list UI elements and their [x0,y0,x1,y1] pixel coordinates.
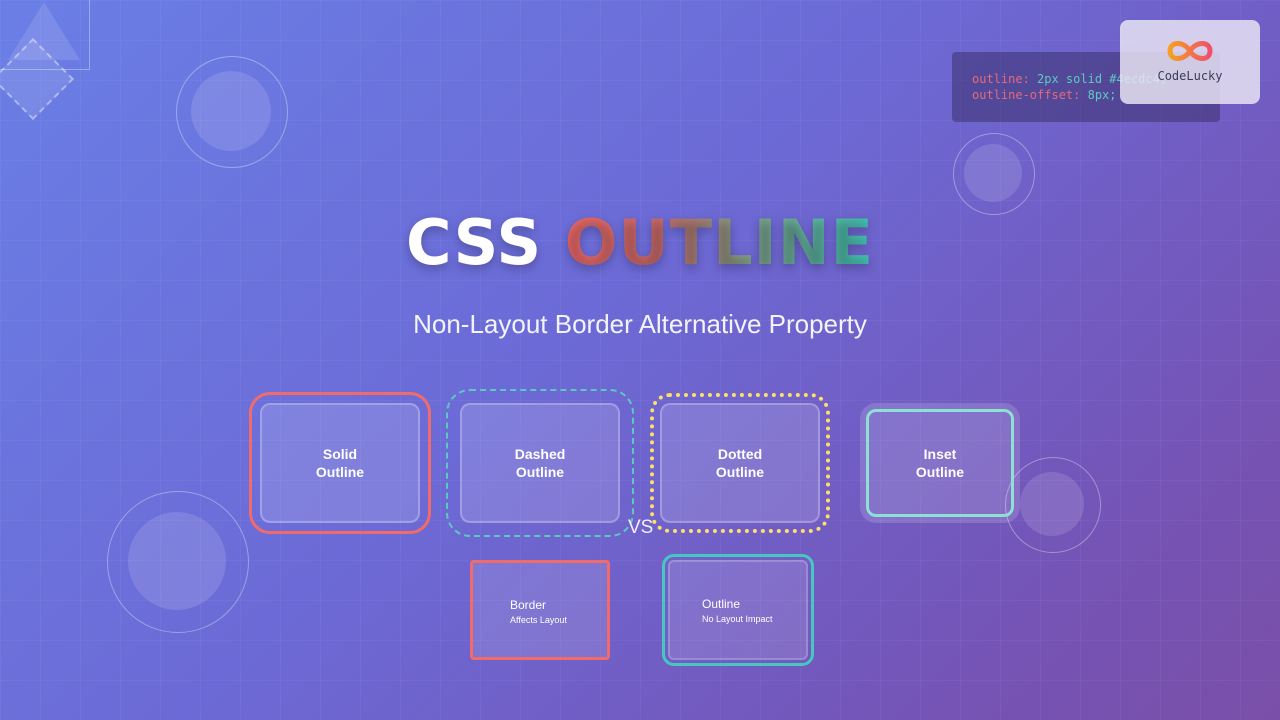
code-property: outline-offset: [972,88,1081,102]
code-line: outline-offset: 8px; [972,87,1220,103]
demo-label: Outline [915,464,965,480]
border-comparison-box: Border Affects Layout [470,560,610,660]
code-value: 8px; [1080,88,1117,102]
vs-label: VS [628,517,654,538]
code-property: outline: [972,72,1030,86]
logo-text: CodeLucky [1157,69,1223,83]
demo-label: Dashed [514,446,566,462]
demo-label: Dotted [717,446,763,462]
title-word-css: CSS [406,206,543,279]
circle-decoration [176,56,288,168]
demo-label: Outline [715,464,765,480]
demo-label: Inset [923,446,957,462]
demo-label: Outline [315,464,365,480]
triangle-decoration [8,2,80,60]
demo-label: Solid [322,446,358,462]
infinity-icon [1167,41,1213,61]
circle-decoration [953,133,1035,215]
circle-decoration [107,491,249,633]
page-subtitle: Non-Layout Border Alternative Property [413,309,867,339]
page-title: CSS OUTLINE [0,206,1280,279]
comparison-title: Outline [702,597,741,611]
demo-label: Outline [515,464,565,480]
comparison-title: Border [510,598,547,612]
outline-comparison-box: Outline No Layout Impact [662,554,814,666]
logo: CodeLucky [1120,20,1260,104]
title-word-outline: OUTLINE [564,206,874,279]
comparison-subtitle: No Layout Impact [702,614,773,624]
square-outline-decoration [0,0,90,70]
circle-decoration [1005,457,1101,553]
comparison-subtitle: Affects Layout [510,615,567,625]
